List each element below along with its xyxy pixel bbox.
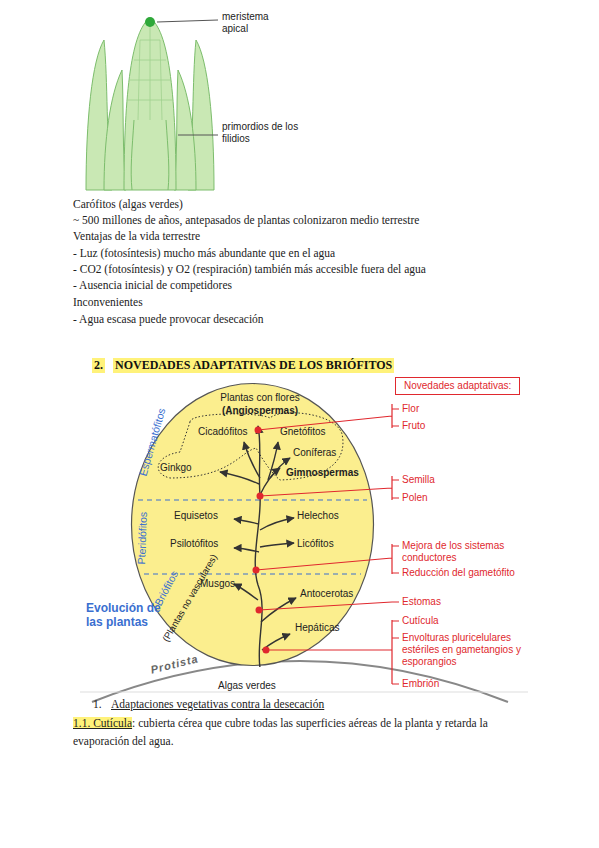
taxon-label: Helechos [297, 510, 339, 522]
adaptation-label: Fruto [402, 420, 425, 432]
root-label: Algas verdes [218, 680, 276, 692]
adaptation-label: Envolturas pluricelulares estériles en g… [402, 632, 532, 668]
adaptation-label: Polen [402, 492, 428, 504]
figure-bottom [80, 692, 528, 693]
subsection-heading: Adaptaciones vegetativas contra la desec… [111, 697, 324, 711]
evolution-oval: Plantas con flores(Angiospermas) Cicadófi… [130, 382, 375, 667]
box-title: Novedades adaptativas: [404, 380, 511, 392]
taxon-label: Plantas con flores [220, 392, 300, 404]
taxon-label: Antocerotas [300, 588, 353, 600]
body-text: - Agua escasa puede provocar desecación [73, 312, 264, 326]
heading-box: Novedades adaptativas: [395, 377, 520, 395]
body-text: - Ausencia inicial de competidores [73, 278, 232, 292]
adaptation-label: Reducción del gametófito [402, 567, 515, 579]
adaptation-label: Estomas [402, 596, 441, 608]
section-heading: NOVEDADES ADAPTATIVAS DE LOS BRIÓFITOS [113, 358, 394, 373]
body-text: - Luz (fotosíntesis) mucho más abundante… [73, 246, 335, 260]
paragraph: 1.1. Cutícula: cubierta cérea que cubre … [73, 714, 528, 750]
adaptation-label: Cutícula [402, 615, 439, 627]
term-highlight: 1.1. Cutícula [73, 717, 132, 729]
body-text: Carófitos (algas verdes) [73, 197, 183, 211]
leader-label: primordios de los filidios [222, 121, 302, 145]
body-text: ~ 500 millones de años, antepasados de p… [73, 213, 419, 227]
taxon-label: Hepáticas [295, 622, 339, 634]
body-text: Ventajas de la vida terrestre [73, 229, 200, 243]
body-text: Inconvenientes [73, 295, 143, 309]
taxon-label: Licófitos [297, 538, 334, 550]
taxon-label: Gimnospermas [286, 467, 359, 479]
adaptation-label: Mejora de los sistemas conductores [402, 540, 527, 564]
leader-label: meristema apical [222, 11, 292, 35]
section-number: 1. [93, 697, 102, 711]
taxon-label: (Angiospermas) [222, 405, 298, 417]
taxon-label: Equisetos [174, 510, 218, 522]
figure-title: Evolución de las plantas [86, 601, 166, 629]
taxon-label: Psilotófitos [170, 538, 218, 550]
adaptation-label: Embrión [402, 678, 439, 690]
taxon-label: Cicadófitos [198, 426, 247, 438]
taxon-label: Ginkgo [160, 462, 192, 474]
body-text: - CO2 (fotosíntesis) y O2 (respiración) … [73, 262, 426, 276]
taxon-label: Gnetófitos [280, 426, 326, 438]
taxon-label: Pteridófitos [135, 512, 149, 565]
adaptation-label: Flor [402, 403, 419, 415]
adaptation-label: Semilla [402, 474, 435, 486]
meristem-drawing [86, 17, 218, 190]
section-number: 2. [92, 358, 105, 373]
taxon-label: Coníferas [293, 447, 336, 459]
definition-text: : cubierta cérea que cubre todas las sup… [73, 717, 488, 747]
